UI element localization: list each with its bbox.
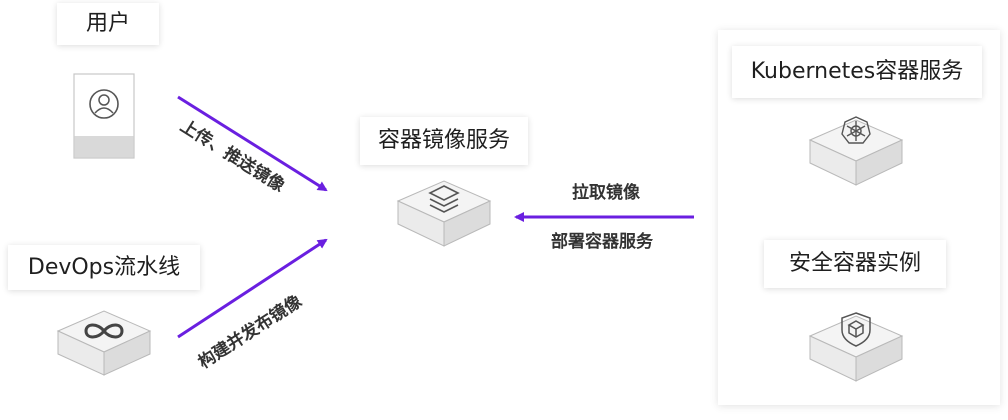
helm-wheel-icon [841, 116, 871, 144]
user-device [73, 73, 135, 159]
layers-icon [428, 185, 460, 213]
edge-label-pull-image: 拉取镜像 [572, 183, 640, 203]
user-icon [89, 89, 119, 119]
arrow-user-to-registry [177, 95, 328, 192]
devops-label: DevOps流水线 [8, 245, 200, 290]
arrow-devops-to-registry [177, 238, 328, 339]
user-label: 用户 [57, 3, 159, 45]
devops-cube [56, 310, 152, 376]
edge-label-deploy-service: 部署容器服务 [551, 232, 653, 252]
secure-container-cube [808, 312, 904, 382]
registry-cube [396, 180, 492, 247]
registry-label: 容器镜像服务 [360, 117, 528, 165]
infinity-icon [84, 323, 124, 339]
kubernetes-cube [808, 116, 904, 186]
secure-container-label: 安全容器实例 [764, 240, 946, 288]
shield-box-icon [841, 312, 871, 347]
kubernetes-label: Kubernetes容器服务 [732, 46, 982, 98]
